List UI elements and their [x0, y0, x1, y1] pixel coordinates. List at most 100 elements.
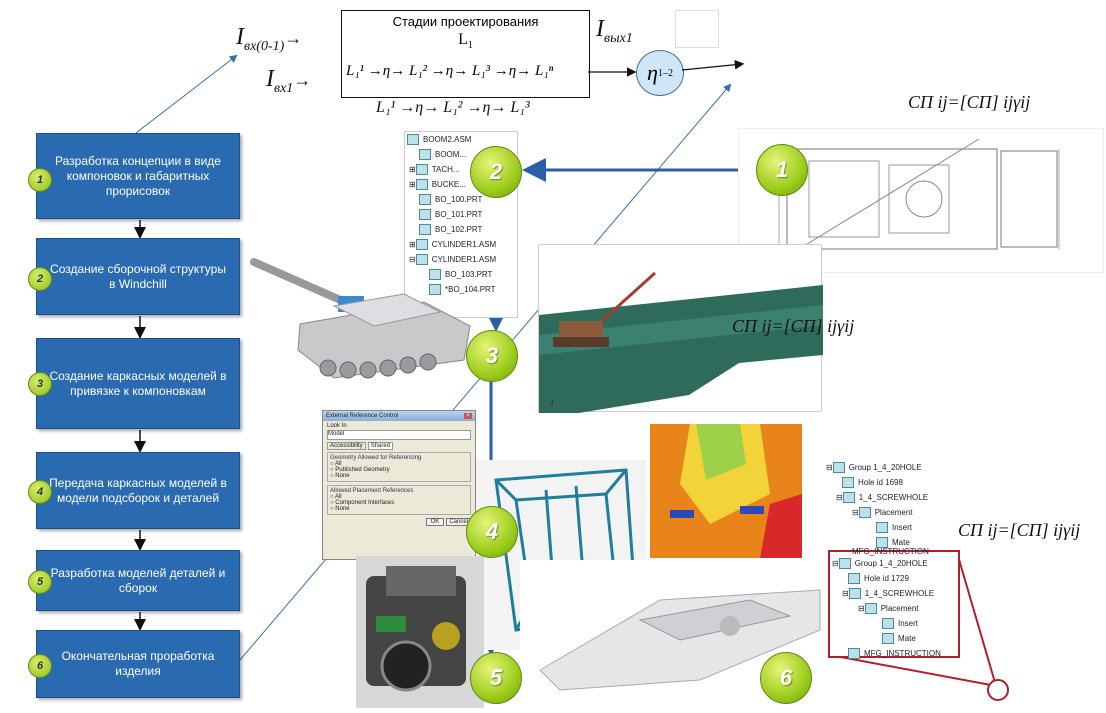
- stage-label-2: Создание сборочной структуры в Windchill: [50, 261, 226, 291]
- stage-box-1: Разработка концепции в виде компоновок и…: [36, 133, 240, 219]
- tree1-row[interactable]: ⊞CYLINDER1.ASM: [409, 239, 497, 250]
- insert-icon: [876, 522, 888, 533]
- tree3-row[interactable]: ⊟Placement: [858, 603, 919, 614]
- stage-chain-top: L₁¹ →η→ L₁² →η→ L₁³ →η→ L₁ⁿ: [346, 63, 554, 79]
- stage-label-4: Передача каркасных моделей в модели подс…: [49, 475, 227, 505]
- placement-icon: [858, 507, 871, 518]
- design-stages-box: Стадии проектирования L1 L₁¹ →η→ L₁² →η→…: [341, 10, 590, 98]
- stage-label-1: Разработка концепции в виде компоновок и…: [55, 153, 221, 198]
- stage-box-4: Передача каркасных моделей в модели подс…: [36, 452, 240, 529]
- reference-control-dialog: External Reference Control× Look In Mode…: [322, 410, 476, 560]
- model-select[interactable]: Model: [327, 430, 471, 440]
- hole-icon: [848, 573, 860, 584]
- output-empty-box: [675, 10, 719, 48]
- assembly-icon: [415, 254, 428, 265]
- stage-label-3: Создание каркасных моделей в привязке к …: [49, 368, 227, 398]
- formula-2: СП ij=[СП] ijγij: [732, 316, 855, 336]
- tree1-row[interactable]: ⊟CYLINDER1.ASM: [409, 254, 497, 265]
- tree1-row[interactable]: ⊞BUCKE...: [409, 179, 466, 190]
- group-icon: [832, 462, 845, 473]
- tree3-row[interactable]: Hole id 1729: [830, 571, 958, 586]
- layout-drawing: [778, 138, 1060, 250]
- radio-all-placement[interactable]: ○ All: [330, 494, 342, 500]
- radio-published[interactable]: ○ Published Geometry: [330, 467, 390, 473]
- mate-icon: [876, 537, 888, 548]
- part-icon: [429, 269, 441, 280]
- tree3-row[interactable]: ⊟Group 1_4_20HOLE: [832, 558, 928, 569]
- tree2-row[interactable]: Insert: [824, 520, 960, 535]
- stage-badge-5: 5: [28, 570, 52, 594]
- part-icon: [419, 149, 431, 160]
- input-label-bottom: Iвх1→: [266, 66, 312, 96]
- stage-label-6: Окончательная проработка изделия: [61, 649, 215, 678]
- mate-icon: [882, 633, 894, 644]
- flow-badge-6: 6: [760, 652, 812, 704]
- flow-badge-5: 5: [470, 652, 522, 704]
- flow-badge-1: 1: [756, 144, 808, 196]
- tree3-row[interactable]: Insert: [830, 616, 958, 631]
- feature-tree-3: MFG_INSTRUCTION ⊟Group 1_4_20HOLE Hole i…: [828, 547, 960, 661]
- stage-badge-3: 3: [28, 372, 52, 396]
- radio-none[interactable]: ○ None: [330, 473, 350, 479]
- part-icon: [419, 194, 431, 205]
- tree1-row[interactable]: BO_102.PRT: [405, 222, 517, 237]
- stress-analysis-panel: [650, 424, 802, 558]
- tree3-row[interactable]: ⊟1_4_SCREWHOLE: [842, 588, 935, 599]
- stage-box-5: Разработка моделей деталей и сборок: [36, 550, 240, 611]
- stage-badge-1: 1: [28, 168, 52, 192]
- close-icon[interactable]: ×: [464, 413, 472, 419]
- stage-badge-2: 2: [28, 267, 52, 291]
- tree1-row[interactable]: BO_101.PRT: [405, 207, 517, 222]
- radio-none-placement[interactable]: ○ None: [330, 506, 350, 512]
- flow-badge-4: 4: [466, 506, 518, 558]
- tree3-row-prev: MFG_INSTRUCTION: [852, 546, 929, 556]
- assembly-icon: [415, 164, 428, 175]
- formula-1: СП ij=[СП] ijγij: [908, 92, 1031, 112]
- tree1-row[interactable]: *BO_104.PRT: [405, 282, 517, 297]
- feature-tree-2: ⊟Group 1_4_20HOLE Hole id 1698 ⊟1_4_SCRE…: [824, 460, 960, 556]
- terrain-simulation-panel: ⅃: [538, 244, 823, 413]
- tab-accessibility[interactable]: Accessibility: [327, 442, 366, 450]
- tree1-row[interactable]: BO_103.PRT: [405, 267, 517, 282]
- insert-icon: [882, 618, 894, 629]
- radio-interfaces[interactable]: ○ Component Interfaces: [330, 500, 395, 506]
- stage-chain-bottom: L₁¹ →η→ L₁² →η→ L₁³: [376, 99, 530, 116]
- hole-icon: [842, 477, 854, 488]
- svg-text:⅃: ⅃: [549, 398, 553, 407]
- screwhole-icon: [842, 492, 855, 503]
- tree3-row[interactable]: Mate: [830, 631, 958, 646]
- stage-badge-6: 6: [28, 654, 52, 678]
- tree3-row[interactable]: MFG_INSTRUCTION: [830, 646, 958, 661]
- tree1-row[interactable]: BOOM2.ASM: [405, 132, 517, 147]
- tree2-row[interactable]: ⊟Group 1_4_20HOLE: [826, 462, 922, 473]
- tree1-row[interactable]: ⊞TACH...: [409, 164, 460, 175]
- stage-label-5: Разработка моделей деталей и сборок: [50, 565, 226, 595]
- stage-badge-4: 4: [28, 480, 52, 504]
- group-icon: [838, 558, 851, 569]
- tank-3d-model: [244, 250, 474, 390]
- assembly-icon: [407, 134, 419, 145]
- part-icon: [429, 284, 441, 295]
- stage-box-3: Создание каркасных моделей в привязке к …: [36, 338, 240, 429]
- radio-all[interactable]: ○ All: [330, 461, 342, 467]
- input-label-top: Iвх(0-1)→: [236, 24, 303, 54]
- assembly-icon: [415, 179, 428, 190]
- flow-badge-2: 2: [470, 146, 522, 198]
- output-label: Iвых1: [596, 16, 633, 46]
- tree2-row[interactable]: ⊟1_4_SCREWHOLE: [836, 492, 929, 503]
- stage-box-6: Окончательная проработка изделия: [36, 630, 240, 698]
- tab-shared[interactable]: Shared: [367, 442, 394, 450]
- tree2-row[interactable]: ⊟Placement: [852, 507, 913, 518]
- tree2-row[interactable]: Hole id 1698: [824, 475, 960, 490]
- design-stage-l1: L1: [458, 31, 473, 52]
- tree1-row[interactable]: BO_100.PRT: [405, 192, 517, 207]
- tree1-row[interactable]: BOOM...: [405, 147, 517, 162]
- tree2-row[interactable]: Mate: [824, 535, 960, 550]
- instruction-icon: [848, 648, 860, 659]
- ok-button[interactable]: OK: [425, 518, 445, 526]
- engine-model: [356, 556, 484, 708]
- part-icon: [419, 224, 431, 235]
- stage-box-2: Создание сборочной структуры в Windchill: [36, 238, 240, 315]
- part-icon: [419, 209, 431, 220]
